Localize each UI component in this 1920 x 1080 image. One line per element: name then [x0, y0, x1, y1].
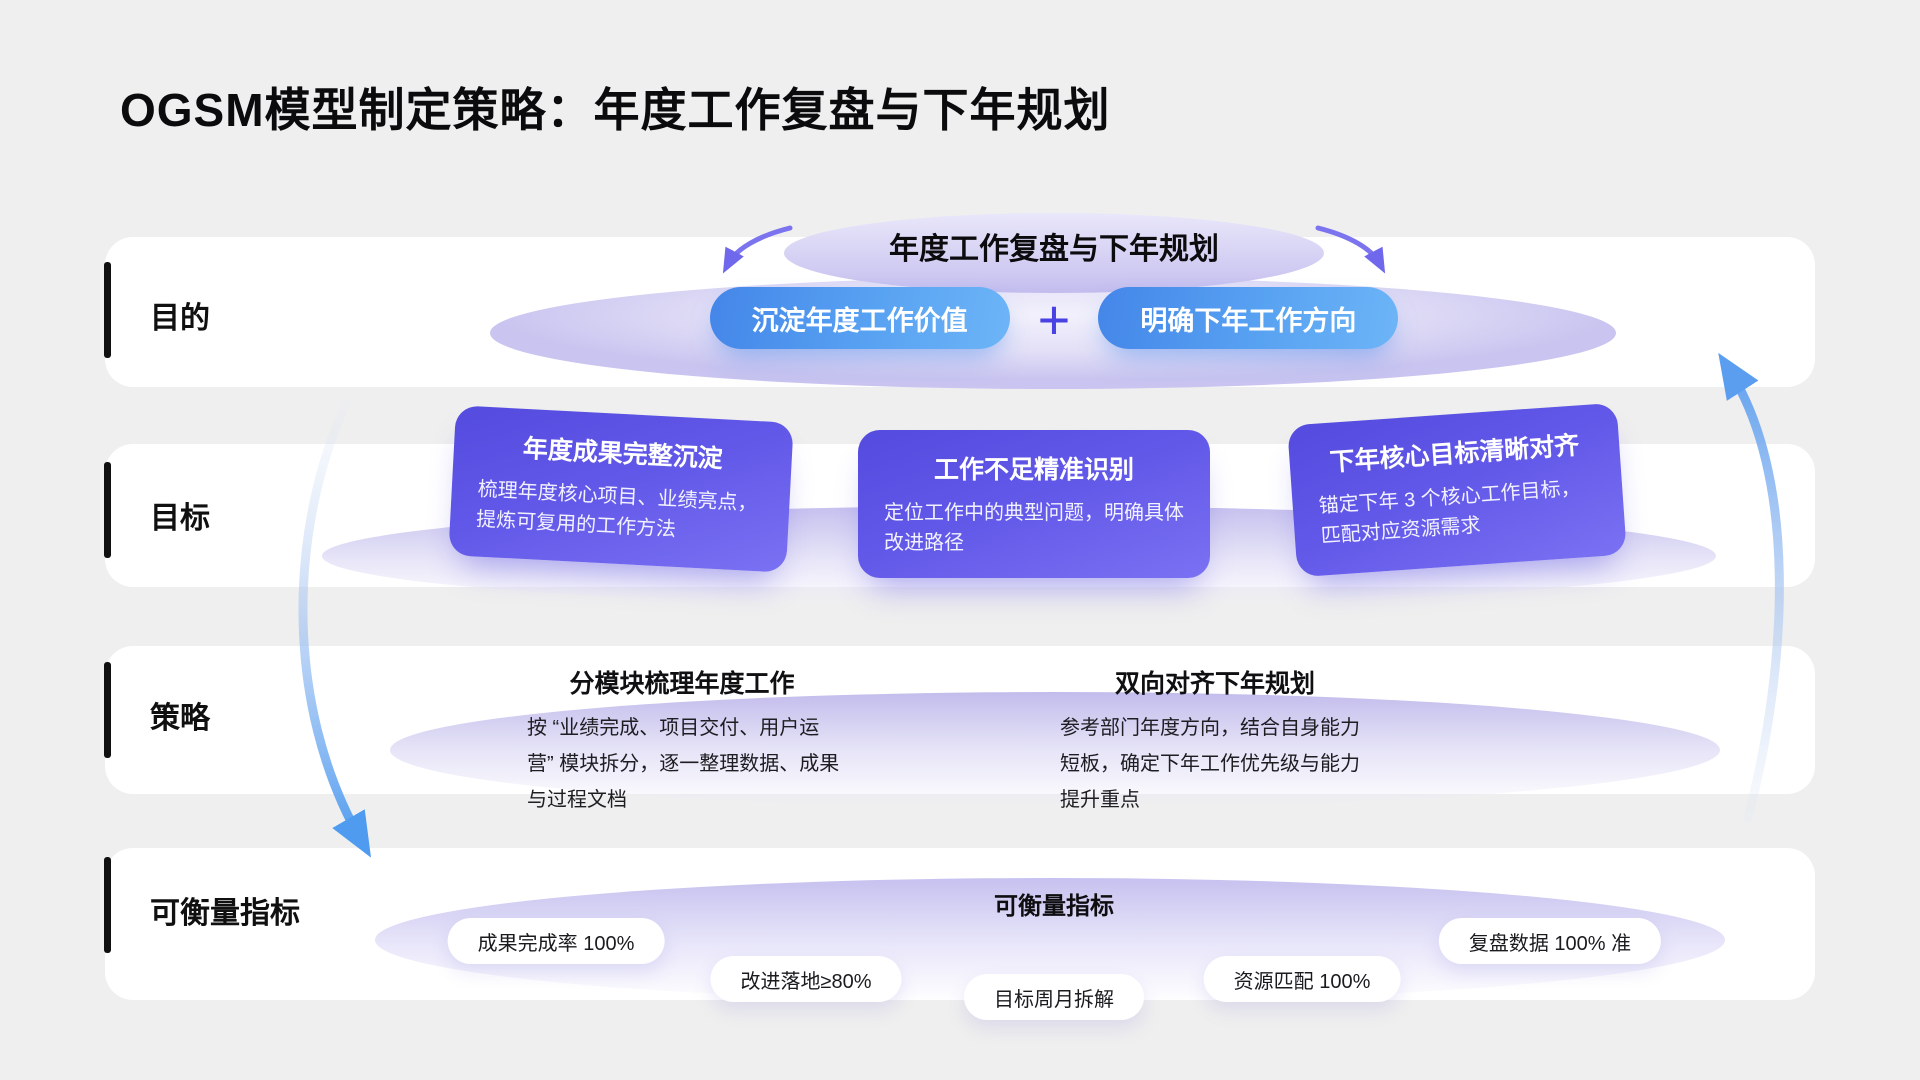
- strategy-label-bar: [104, 662, 111, 758]
- goal-card-title: 年度成果完整沉淀: [522, 434, 724, 474]
- page-title: OGSM模型制定策略：年度工作复盘与下年规划: [120, 84, 1111, 136]
- goals-label-bar: [104, 462, 111, 558]
- strategy-col2-body: 参考部门年度方向，结合自身能力短板，确定下年工作优先级与能力提升重点: [1060, 717, 1360, 811]
- metric-pill-review-data: 复盘数据 100% 准: [1438, 918, 1662, 964]
- measures-label: 可衡量指标: [150, 897, 300, 930]
- measures-ellipse-title: 可衡量指标: [994, 893, 1114, 920]
- goal-card-annual-results: 年度成果完整沉淀 梳理年度核心项目、业绩亮点，提炼可复用的工作方法: [448, 405, 794, 573]
- goal-card-body: 梳理年度核心项目、业绩亮点，提炼可复用的工作方法: [475, 478, 758, 541]
- goal-card-body: 锚定下年 3 个核心工作目标，匹配对应资源需求: [1318, 477, 1582, 548]
- metric-pill-completion-rate: 成果完成率 100%: [447, 918, 665, 964]
- strategy-col1-title: 分模块梳理年度工作: [569, 670, 795, 698]
- goal-card-align-targets: 下年核心目标清晰对齐 锚定下年 3 个核心工作目标，匹配对应资源需求: [1287, 402, 1627, 578]
- purpose-label-bar: [104, 262, 111, 358]
- strategy-base-ellipse: [390, 692, 1720, 808]
- strategy-col1-body: 按 “业绩完成、项目交付、用户运营” 模块拆分，逐一整理数据、成果与过程文档: [527, 717, 840, 811]
- metric-pill-improvement-landing: 改进落地≥80%: [710, 956, 902, 1002]
- purpose-ellipse-title: 年度工作复盘与下年规划: [889, 233, 1219, 266]
- purpose-buttons-group: 沉淀年度工作价值 + 明确下年工作方向: [604, 287, 1504, 349]
- purpose-base-ellipse: [490, 277, 1616, 389]
- clarify-next-year-direction-button[interactable]: 明确下年工作方向: [1098, 287, 1399, 349]
- goal-card-body: 定位工作中的典型问题，明确具体改进路径: [884, 502, 1184, 554]
- goal-card-identify-gaps: 工作不足精准识别 定位工作中的典型问题，明确具体改进路径: [858, 430, 1210, 578]
- goal-card-title: 下年核心目标清晰对齐: [1328, 431, 1581, 477]
- measures-label-bar: [104, 857, 111, 953]
- goals-label: 目标: [150, 502, 210, 535]
- purpose-dome-ellipse: [784, 213, 1324, 293]
- strategy-col2-title: 双向对齐下年规划: [1114, 670, 1315, 698]
- deposit-annual-value-button[interactable]: 沉淀年度工作价值: [709, 287, 1010, 349]
- plus-icon: +: [1037, 288, 1071, 351]
- strategy-label: 策略: [150, 702, 210, 735]
- metric-pill-resource-match: 资源匹配 100%: [1203, 956, 1401, 1002]
- metric-pill-target-breakdown: 目标周月拆解: [964, 974, 1144, 1020]
- purpose-label: 目的: [150, 302, 210, 335]
- goal-card-title: 工作不足精准识别: [933, 456, 1134, 484]
